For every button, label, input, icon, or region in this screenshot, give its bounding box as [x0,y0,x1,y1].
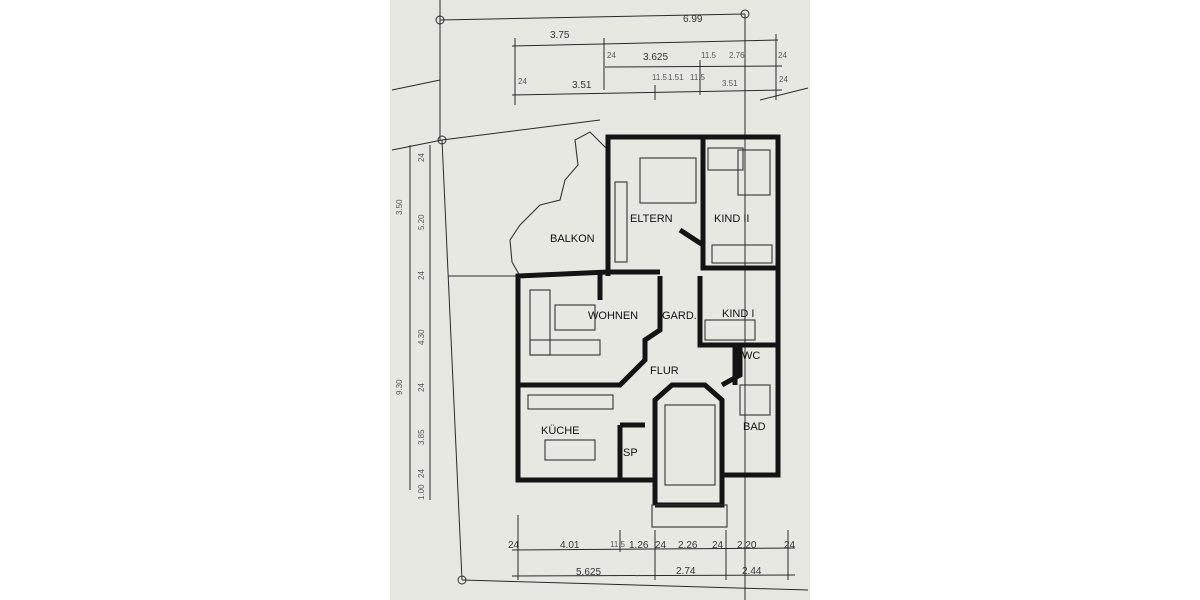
dimension-lines-top: 6.99 3.75 24 3.625 11.5 2.76 24 24 3.51 … [511,14,788,105]
dim-overall-top: 6.99 [683,14,703,25]
room-label-gard: GARD. [662,310,697,322]
dim-top: 3.51 [722,79,738,88]
dim-top: 2.76 [729,51,745,60]
dim-top: 24 [518,77,527,86]
dimension-lines-left: 3.50 9.30 24 5.20 24 4.30 24 3.85 24 1.0… [395,145,431,500]
dim-left: 5.20 [417,214,426,230]
dim-top: 3.51 [572,80,592,91]
room-label-balkon: BALKON [550,233,595,245]
room-label-kind-1: KIND I [722,308,754,320]
dim-top: 24 [778,51,787,60]
floor-plan-sheet: 6.99 3.75 24 3.625 11.5 2.76 24 24 3.51 … [390,0,810,600]
dim-top: 11.5 [652,73,668,82]
dim-left: 3.50 [395,199,404,215]
dim-left: 24 [417,383,426,392]
dim-top: 24 [779,75,788,84]
room-label-wc: WC [742,350,760,362]
dim-bottom: 11.5 [610,540,626,549]
dim-left: 24 [417,153,426,162]
room-labels: BALKON ELTERN KIND II WOHNEN GARD. KIND … [541,213,766,459]
dim-bottom: 1.26 [629,540,649,551]
dim-bottom: 5.625 [576,567,601,578]
dim-bottom: 2.44 [742,566,762,577]
walls [515,134,781,508]
property-lines [391,0,809,600]
room-label-kind-2: KIND II [714,213,749,225]
dim-left: 3.85 [417,429,426,445]
floor-plan: 6.99 3.75 24 3.625 11.5 2.76 24 24 3.51 … [391,0,809,600]
dim-bottom: 24 [784,540,796,551]
dim-top: 1.51 [668,73,684,82]
dim-bottom: 24 [655,540,667,551]
dim-bottom: 2.26 [678,540,698,551]
dim-left: 24 [417,469,426,478]
dim-top: 3.75 [550,30,570,41]
dim-bottom: 24 [508,540,520,551]
dim-top: 11.5 [690,73,706,82]
room-label-wohnen: WOHNEN [588,310,638,322]
dim-left: 4.30 [417,329,426,345]
dim-bottom: 2.74 [676,566,696,577]
dim-bottom: 4.01 [560,540,580,551]
room-label-bad: BAD [743,421,766,433]
dim-bottom: 24 [712,540,724,551]
balcony-outline [509,131,609,277]
dim-left: 24 [417,271,426,280]
furniture [527,147,773,528]
dim-top: 24 [607,51,616,60]
dim-top: 3.625 [643,52,668,63]
dim-left: 1.00 [417,484,426,500]
room-label-eltern: ELTERN [630,213,673,225]
dimension-lines-bottom: 24 4.01 11.5 1.26 24 2.26 24 2.20 24 5.6… [508,515,796,580]
room-label-flur: FLUR [650,365,679,377]
room-label-sp: SP [623,447,638,459]
dim-bottom: 2.20 [737,540,757,551]
room-label-kueche: KÜCHE [541,425,580,437]
dim-left: 9.30 [395,379,404,395]
dim-top: 11.5 [701,51,717,60]
